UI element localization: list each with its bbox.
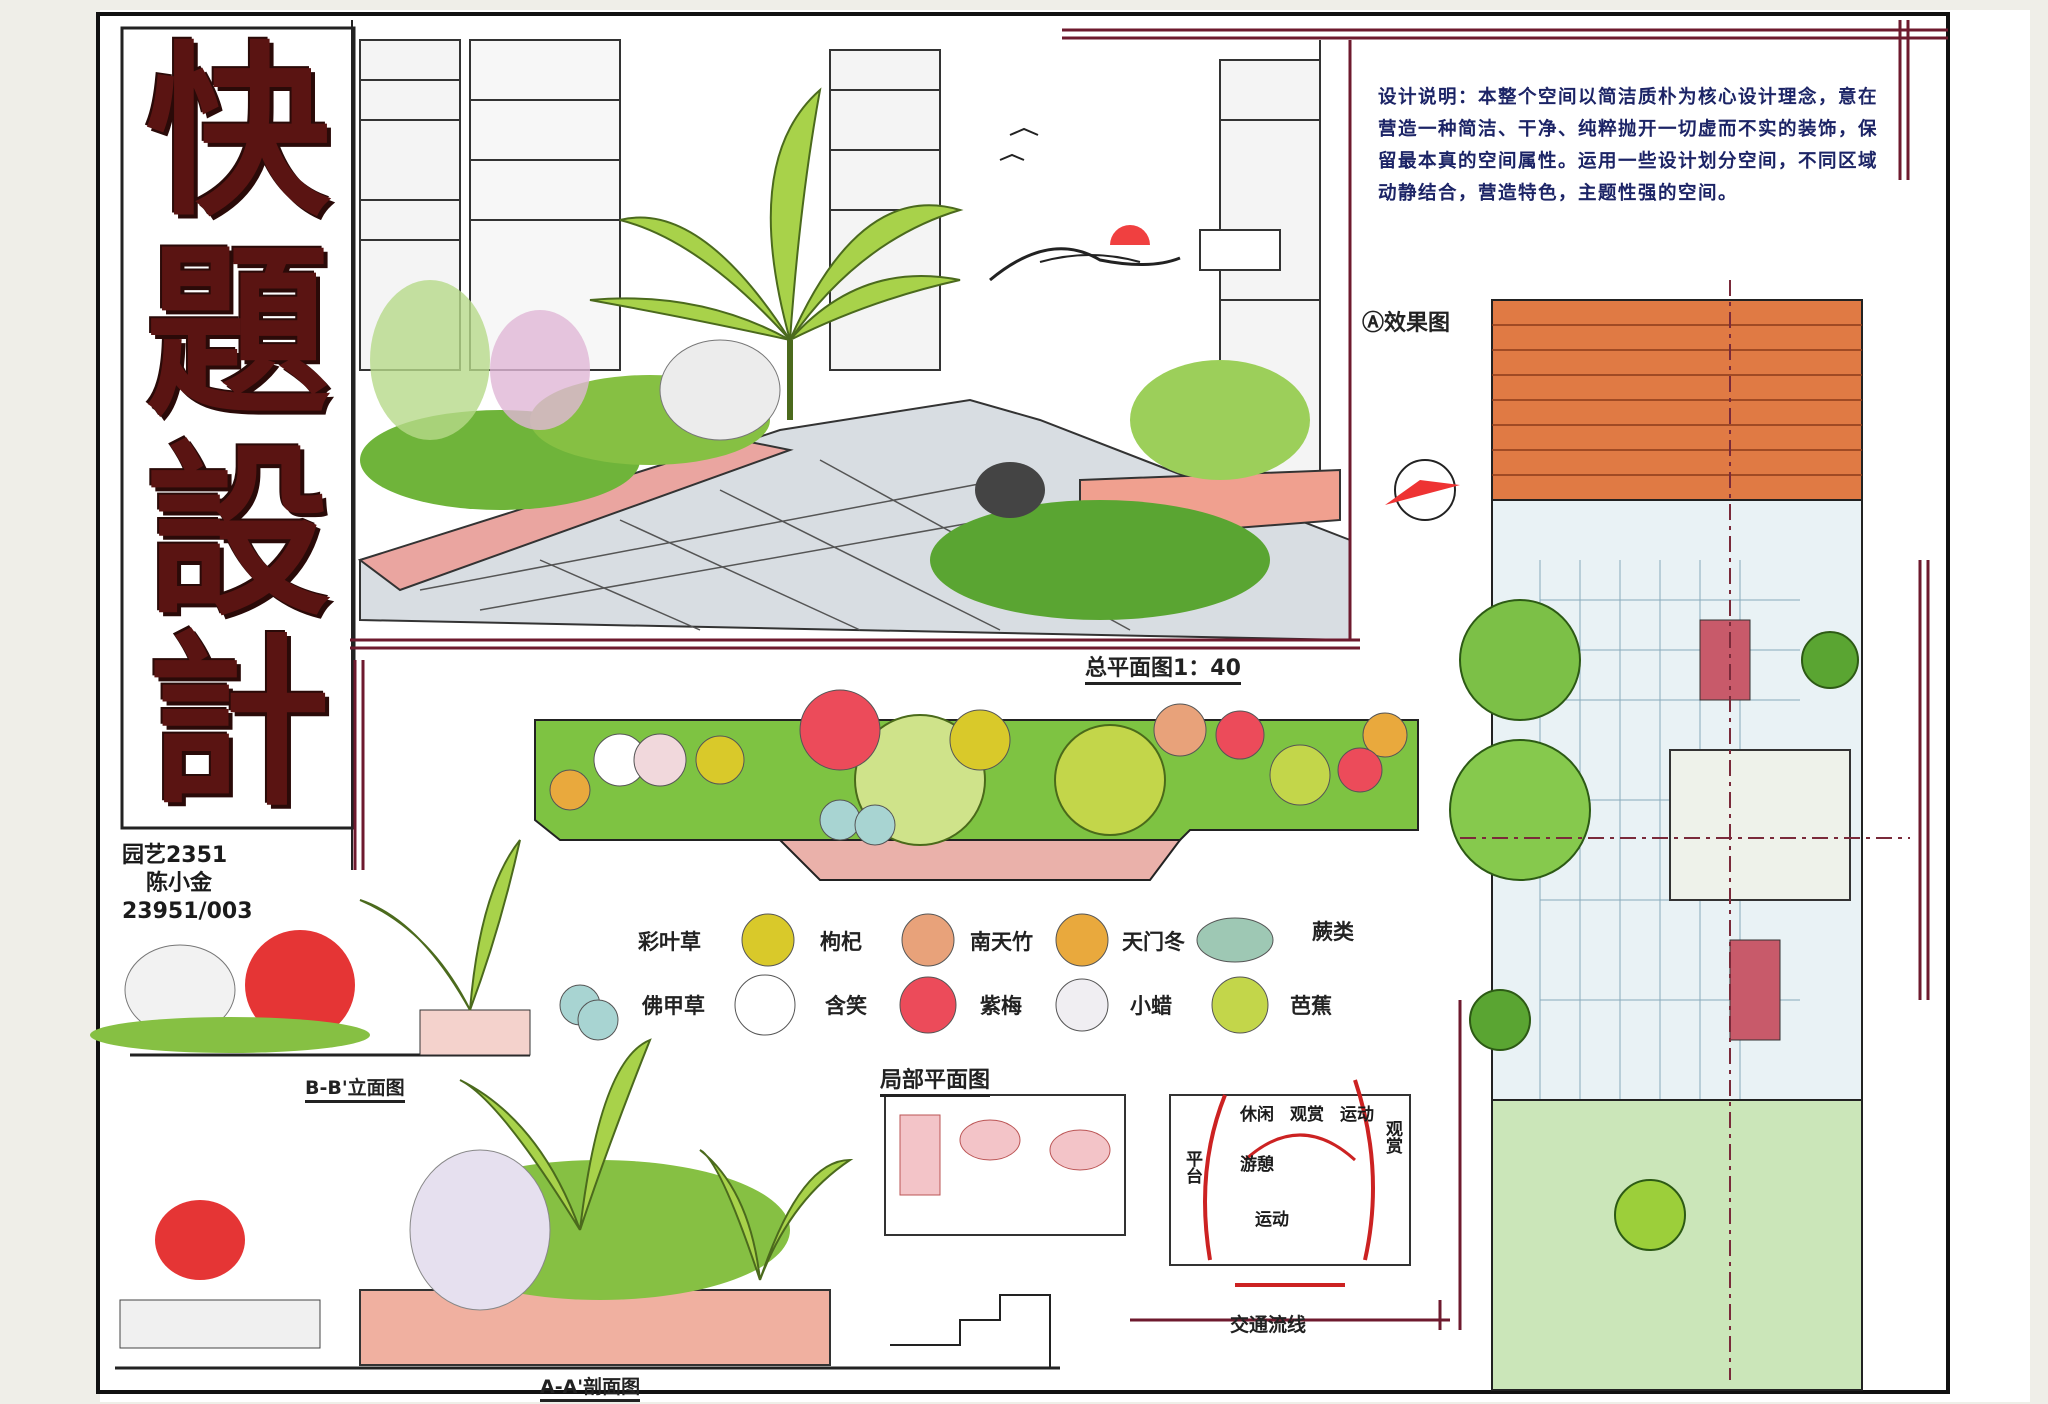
traffic-zone-7: 观赏 bbox=[1382, 1120, 1402, 1154]
title-char-1: 快 bbox=[145, 23, 331, 241]
title-char-4: 計 bbox=[145, 613, 331, 831]
author-block: 园艺2351 陈小金 23951/003 bbox=[122, 842, 253, 926]
traffic-zone-6: 平台 bbox=[1182, 1150, 1202, 1184]
traffic-zone-4: 运动 bbox=[1255, 1210, 1289, 1230]
design-description: 设计说明：本整个空间以简洁质朴为核心设计理念，意在营造一种简洁、干净、纯粹抛开一… bbox=[1378, 82, 1883, 210]
small-plans bbox=[884, 1079, 1411, 1287]
effect-perspective bbox=[357, 39, 1351, 642]
section-bb bbox=[90, 839, 531, 1057]
description-text: 本整个空间以简洁质朴为核心设计理念，意在营造一种简洁、干净、纯粹抛开一切虚而不实… bbox=[1378, 87, 1879, 204]
traffic-flow-label: 交通流线 bbox=[1230, 1314, 1307, 1336]
legend-label-8: 含笑 bbox=[825, 994, 867, 1018]
legend-label-2: 枸杞 bbox=[820, 930, 862, 954]
traffic-zone-1: 休闲 bbox=[1240, 1105, 1274, 1125]
section-aa-label: A-A'剖面图 bbox=[540, 1372, 641, 1402]
legend-icon-9 bbox=[1055, 978, 1109, 1032]
title-char-3: 設 bbox=[145, 423, 331, 641]
title-char-2: 題 bbox=[145, 223, 331, 441]
effect-view-label: Ⓐ效果图 bbox=[1362, 311, 1451, 336]
legend-label-9: 紫梅 bbox=[980, 994, 1022, 1018]
legend-label-11: 芭蕉 bbox=[1290, 994, 1332, 1018]
legend-label-6: 佛甲草 bbox=[642, 994, 705, 1018]
outer-frame bbox=[96, 12, 1950, 1394]
author-name: 陈小金 bbox=[146, 871, 213, 896]
traffic-zone-5: 游憩 bbox=[1240, 1155, 1274, 1175]
partial-plan-label: 局部平面图 bbox=[880, 1062, 991, 1097]
legend-label-10: 小蜡 bbox=[1130, 994, 1172, 1018]
legend-icon-1 bbox=[741, 913, 795, 967]
legend-label-5: 蕨类 bbox=[1312, 920, 1354, 944]
author-id: 23951/003 bbox=[122, 899, 253, 924]
legend-icons bbox=[559, 913, 1274, 1041]
traffic-zone-3: 运动 bbox=[1340, 1105, 1374, 1125]
legend-icon-2 bbox=[901, 913, 955, 967]
legend-icon-10 bbox=[1211, 976, 1269, 1034]
legend-icon-8 bbox=[899, 976, 957, 1034]
section-bb-label: B-B'立面图 bbox=[305, 1073, 405, 1103]
legend-label-1: 彩叶草 bbox=[638, 930, 701, 954]
traffic-zone-2: 观赏 bbox=[1290, 1105, 1324, 1125]
title-frame bbox=[120, 26, 356, 830]
master-plan bbox=[1385, 280, 1910, 1391]
legend-label-3: 南天竹 bbox=[970, 930, 1033, 954]
legend-icon-7 bbox=[734, 974, 796, 1036]
description-label: 设计说明： bbox=[1378, 87, 1479, 108]
legend-icon-6 bbox=[577, 999, 619, 1041]
section-aa bbox=[115, 1038, 1060, 1370]
master-plan-label: 总平面图1：40 bbox=[1085, 650, 1241, 685]
partial-plan bbox=[534, 689, 1419, 881]
legend-icon-4 bbox=[1196, 917, 1274, 963]
legend-label-4: 天门冬 bbox=[1122, 930, 1185, 954]
author-class: 园艺2351 bbox=[122, 843, 228, 868]
legend-icon-3 bbox=[1055, 913, 1109, 967]
